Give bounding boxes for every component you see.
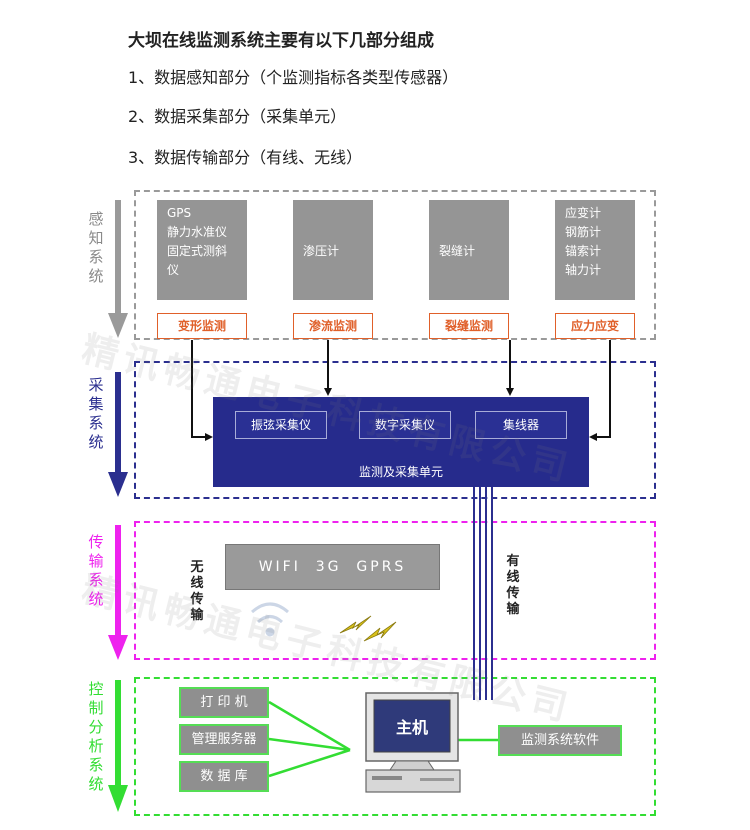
wifi-icon (251, 602, 289, 637)
transmission-lane (134, 521, 656, 660)
wired-cable (473, 487, 493, 700)
acquisition-unit: 振弦采集仪 数字采集仪 集线器 监测及采集单元 (213, 397, 589, 487)
acquisition-lane-label: 采 集 系 统 (88, 376, 104, 451)
intro-title: 大坝在线监测系统主要有以下几部分组成 (128, 31, 434, 51)
control-flow-arrow (108, 680, 128, 812)
wireless-protocols-box: WIFI 3G GPRS (225, 544, 440, 590)
stress-to-unit-arrow (589, 340, 611, 441)
wired-label: 有 线 传 输 (506, 554, 520, 617)
control-lane-label: 控 制 分 析 系 统 (88, 680, 104, 793)
tag-deformation: 变形监测 (157, 313, 247, 339)
wireless-label: 无 线 传 输 (190, 560, 204, 623)
management-server-box: 管理服务器 (179, 724, 269, 755)
hub: 集线器 (475, 411, 567, 439)
sensing-flow-arrow (108, 200, 128, 338)
host-computer-icon (365, 692, 461, 793)
acquisition-flow-arrow (108, 372, 128, 497)
deformation-to-unit-arrow (191, 340, 213, 441)
intro-item-1: 1、数据感知部分（个监测指标各类型传感器） (128, 68, 459, 87)
tag-crack: 裂缝监测 (429, 313, 509, 339)
sensor-box-seepage: 渗压计 (293, 200, 373, 300)
sensing-lane (134, 190, 656, 340)
acquisition-unit-title: 监测及采集单元 (358, 465, 443, 479)
control-connectors (268, 700, 498, 778)
intro-item-3: 3、数据传输部分（有线、无线） (128, 148, 363, 167)
tag-seepage: 渗流监测 (293, 313, 373, 339)
sensor-box-crack: 裂缝计 (429, 200, 509, 300)
sensor-box-stress: 应变计 钢筋计 锚索计 轴力计 (555, 200, 635, 300)
lightning-icon (339, 615, 397, 642)
digital-collector: 数字采集仪 (359, 411, 451, 439)
sensor-box-deformation: GPS 静力水准仪 固定式测斜 仪 (157, 200, 247, 300)
acquisition-lane (134, 361, 656, 499)
host-label: 主机 (395, 718, 428, 737)
vibrating-wire-collector: 振弦采集仪 (235, 411, 327, 439)
sensing-lane-label: 感 知 系 统 (88, 210, 104, 285)
intro-item-2: 2、数据采集部分（采集单元） (128, 107, 347, 126)
control-lane (134, 677, 656, 816)
database-box: 数 据 库 (179, 761, 269, 792)
transmission-lane-label: 传 输 系 统 (88, 533, 104, 608)
printer-box: 打 印 机 (179, 687, 269, 718)
tag-stress: 应力应变 (555, 313, 635, 339)
transmission-flow-arrow (108, 525, 128, 660)
monitoring-software-box: 监测系统软件 (498, 725, 622, 756)
